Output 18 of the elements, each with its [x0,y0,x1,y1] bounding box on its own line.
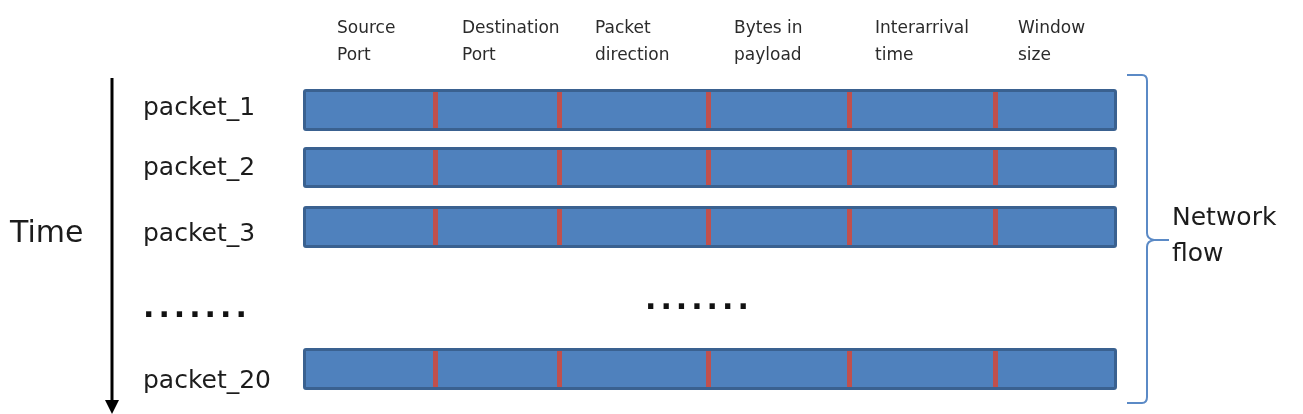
column-header: Bytes in payload [734,16,804,66]
ellipsis: ....... [143,292,251,322]
row-label: packet_3 [143,218,256,248]
packet-bar [303,89,1117,131]
column-header: Interarrival time [875,16,970,66]
column-header: Window size [1018,16,1087,66]
packet-bar [303,348,1117,390]
column-header: Destination Port [462,16,561,66]
axis-label: Time [10,214,84,250]
column-header: Source Port [337,16,397,66]
packet-bar [303,206,1117,248]
bracket-label: Network flow [1172,201,1278,269]
column-header: Packet direction [595,16,671,66]
row-label: packet_20 [143,365,271,395]
row-label: packet_1 [143,92,256,122]
ellipsis: ....... [645,284,753,314]
row-label: packet_2 [143,152,256,182]
packet-bar [303,147,1117,188]
